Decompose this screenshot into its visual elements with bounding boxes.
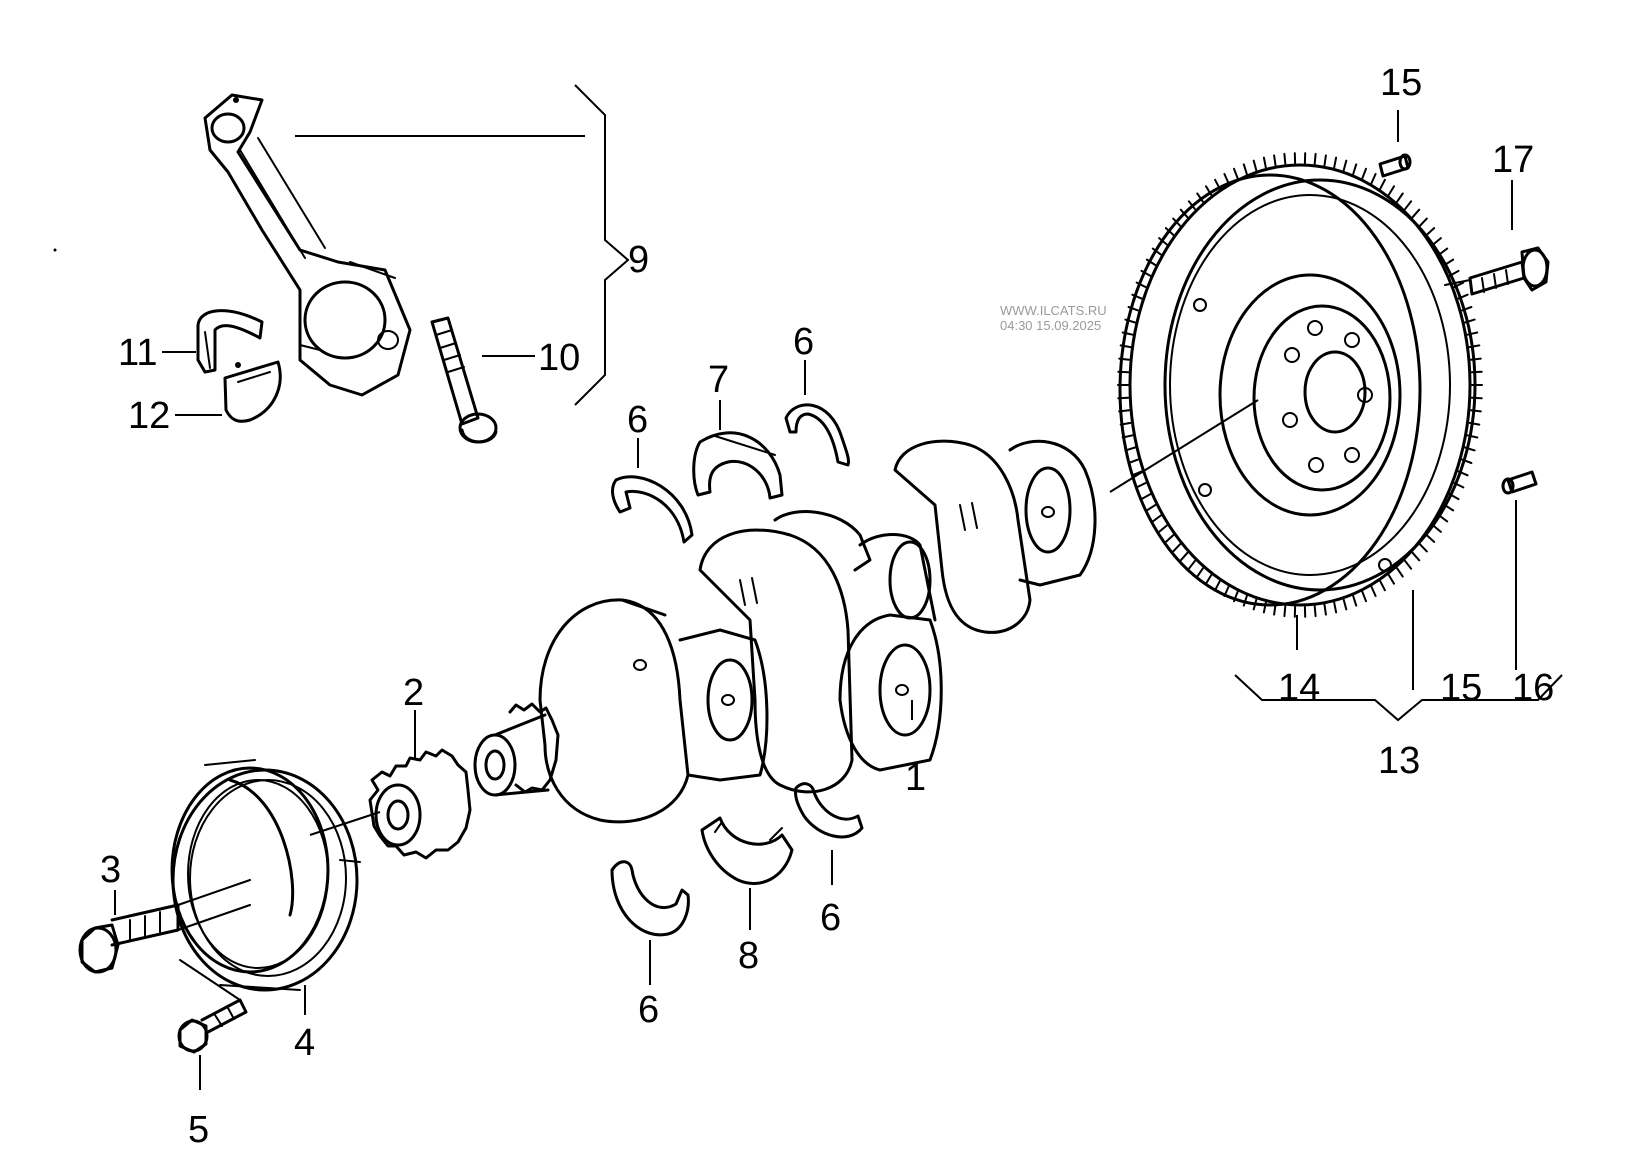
callout-6-upper-right: 6	[793, 321, 814, 363]
pulley-bolt[interactable]	[78, 879, 251, 974]
callout-6-lower-right: 6	[820, 897, 841, 939]
flywheel[interactable]	[1117, 152, 1483, 618]
callout-11: 11	[118, 332, 157, 374]
callout-13: 13	[1378, 740, 1420, 782]
thrust-washer-lower-right[interactable]	[794, 782, 864, 839]
callout-4: 4	[294, 1022, 315, 1064]
conrod-bearing-shell-lower[interactable]	[223, 360, 282, 423]
callout-1: 1	[905, 757, 926, 799]
callout-15-top: 15	[1380, 62, 1422, 104]
thrust-washer-upper-right[interactable]	[784, 403, 850, 467]
leader-crank-flywheel	[1109, 399, 1259, 493]
crankshaft[interactable]	[473, 439, 1097, 824]
callout-15-bottom: 15	[1440, 667, 1482, 709]
callout-5: 5	[188, 1109, 209, 1151]
thrust-washer-upper-left[interactable]	[611, 475, 694, 544]
conrod-bearing-shell-upper[interactable]	[196, 309, 264, 374]
callout-17: 17	[1492, 139, 1534, 181]
watermark-timestamp: 04:30 15.09.2025	[1000, 318, 1101, 333]
callout-2: 2	[403, 672, 424, 714]
thrust-washer-lower-left[interactable]	[610, 860, 690, 937]
dowel-pin-lower[interactable]	[1501, 470, 1538, 495]
dowel-pin-top[interactable]	[1378, 153, 1412, 178]
callout-10: 10	[538, 337, 580, 379]
callout-8: 8	[738, 935, 759, 977]
pulley-small-bolt[interactable]	[177, 959, 248, 1054]
main-bearing-shell-lower[interactable]	[700, 816, 794, 885]
brace-9	[574, 84, 630, 406]
callout-9: 9	[628, 239, 649, 281]
stray-dot	[53, 248, 57, 252]
conrod-bolt[interactable]	[430, 316, 498, 444]
flywheel-bolt[interactable]	[1444, 246, 1550, 296]
callout-3: 3	[100, 849, 121, 891]
main-bearing-shell-upper[interactable]	[692, 431, 784, 500]
callout-7: 7	[708, 359, 729, 401]
callout-6-upper-left: 6	[627, 399, 648, 441]
crankshaft-pulley[interactable]	[170, 759, 361, 992]
watermark-site: WWW.ILCATS.RU	[1000, 303, 1107, 318]
brace-13	[1234, 674, 1563, 722]
connecting-rod[interactable]	[203, 93, 412, 397]
callout-6-lower-left: 6	[638, 989, 659, 1031]
callout-12: 12	[128, 395, 170, 437]
callout-16: 16	[1512, 667, 1554, 709]
callout-14: 14	[1278, 667, 1320, 709]
crankshaft-sprocket[interactable]	[368, 748, 472, 860]
